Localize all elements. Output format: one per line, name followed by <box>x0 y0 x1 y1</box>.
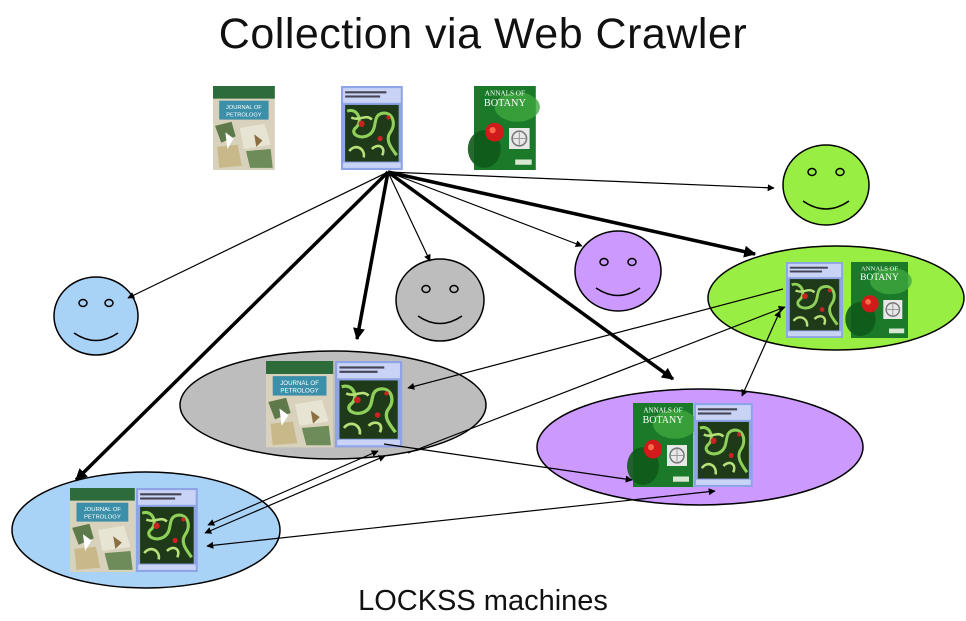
journal-cover-petrology: JOURNAL OF PETROLOGY <box>213 86 275 170</box>
smiley-face-icon <box>782 144 870 226</box>
svg-text:JOURNAL OF: JOURNAL OF <box>280 381 319 387</box>
svg-text:JOURNAL OF: JOURNAL OF <box>84 507 122 513</box>
svg-text:PETROLOGY: PETROLOGY <box>84 515 121 521</box>
svg-text:JOURNAL OF: JOURNAL OF <box>226 105 262 111</box>
slide-caption: LOCKSS machines <box>358 585 608 617</box>
smiley-face-icon <box>574 230 662 312</box>
journal-cover-plant-physiology <box>784 260 845 340</box>
svg-text:BOTANY: BOTANY <box>484 98 527 109</box>
journal-cover-botany: ANNALS OF BOTANY <box>626 402 698 488</box>
journal-cover-plant-physiology <box>692 401 755 489</box>
journal-cover-petrology: JOURNAL OF PETROLOGY <box>70 488 135 572</box>
svg-text:PETROLOGY: PETROLOGY <box>226 112 261 118</box>
arrow-icon <box>204 288 786 549</box>
svg-text:PETROLOGY: PETROLOGY <box>280 388 318 394</box>
svg-text:ANNALS OF: ANNALS OF <box>644 406 683 414</box>
journal-cover-botany: ANNALS OF BOTANY <box>467 85 541 171</box>
svg-text:ANNALS OF: ANNALS OF <box>485 89 525 97</box>
arrow-icon <box>127 171 775 299</box>
journal-cover-petrology: JOURNAL OF PETROLOGY <box>266 361 334 448</box>
smiley-face-icon <box>53 276 139 356</box>
journal-cover-plant-physiology <box>134 486 200 574</box>
svg-text:ANNALS OF: ANNALS OF <box>861 266 898 273</box>
smiley-face-icon <box>395 258 485 342</box>
svg-text:BOTANY: BOTANY <box>860 273 899 283</box>
journal-cover-plant-physiology <box>333 359 404 450</box>
svg-text:BOTANY: BOTANY <box>643 415 684 426</box>
slide-title: Collection via Web Crawler <box>218 10 748 58</box>
arrow-icon <box>74 170 757 482</box>
journal-cover-plant-physiology <box>339 84 405 172</box>
journal-cover-botany: ANNALS OF BOTANY <box>844 261 913 339</box>
